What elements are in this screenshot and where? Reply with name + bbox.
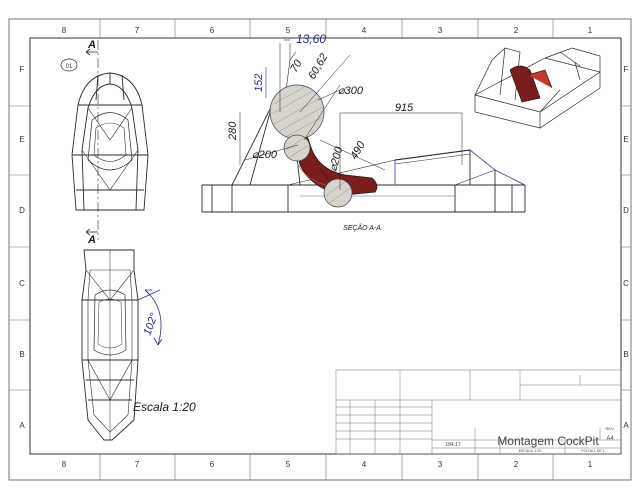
seat-iso [509,65,541,103]
row-label-left: B [19,350,24,359]
hip-circle [323,178,353,208]
section-title: SEÇÃO A-A [343,223,381,232]
col-label-top: 8 [62,26,67,35]
col-label-top: 3 [438,26,443,35]
col-label-bottom: 2 [514,460,519,469]
row-label-right: D [623,206,629,215]
frame-inner-front [81,83,139,211]
drawing-title: Montagem CockPit [497,434,599,448]
section-view [201,39,526,213]
rev-label: REV. [606,426,615,431]
zone-ticks [9,19,631,480]
column-labels-bottom: 8 7 6 5 4 3 2 1 [62,460,593,469]
row-label-left: A [19,421,25,430]
title-block [335,369,622,455]
column-labels-top: 8 7 6 5 4 3 2 1 [62,26,593,35]
col-label-bottom: 8 [62,460,67,469]
row-label-left: F [20,65,25,74]
col-label-bottom: 1 [588,460,593,469]
dim-915: 915 [395,102,414,114]
dim-152: 152 [253,74,265,92]
col-label-bottom: 7 [135,460,140,469]
weight-value: 184,17 [445,442,461,448]
row-label-right: B [623,350,628,359]
col-label-top: 2 [514,26,519,35]
isometric-view [474,47,601,129]
balloon-number: 01 [66,64,73,70]
row-label-right: C [623,279,629,288]
dim-angle-102: 102° [142,311,161,337]
row-label-right: E [623,135,628,144]
row-labels-left: F E D C B A [19,65,25,430]
col-label-bottom: 5 [286,460,291,469]
sheet-number: FOLHA 1 DE 1 [581,449,604,453]
col-label-top: 4 [362,26,367,35]
section-marker-top: A [87,39,96,51]
dim-phi300: ⌀300 [338,85,364,97]
col-label-bottom: 4 [362,460,367,469]
dim-280: 280 [227,121,239,141]
row-label-left: E [19,135,24,144]
row-labels-right: F E D C B A [623,65,629,430]
seat-front [87,112,133,171]
scale-value: ESCALA: 1:20 [519,449,542,453]
col-label-top: 7 [135,26,140,35]
scale-note: Escala 1:20 [133,400,196,414]
shoulder-circle [283,134,311,162]
dim-490: 490 [348,139,368,162]
col-label-top: 6 [210,26,215,35]
row-label-left: D [19,206,25,215]
dim-70: 70 [288,57,305,74]
col-label-bottom: 6 [210,460,215,469]
dim-phi200-a: ⌀200 [252,149,278,161]
dim-60-62: 60,62 [306,52,330,82]
row-label-left: C [19,279,25,288]
front-view [60,40,149,240]
sheet-size: A4 [606,436,614,442]
dim-13-60: 13,60 [296,32,326,46]
dim-phi200-b: ⌀200 [327,145,345,173]
outer-frame [8,18,632,481]
inner-frame [29,37,622,455]
balloon-circle [60,58,78,72]
top-view [81,249,163,441]
row-label-right: F [624,65,629,74]
col-label-top: 5 [286,26,291,35]
section-marker-bottom: A [87,234,96,246]
col-label-top: 1 [588,26,593,35]
row-label-right: A [623,421,629,430]
seat-top [93,289,127,356]
col-label-bottom: 3 [438,460,443,469]
